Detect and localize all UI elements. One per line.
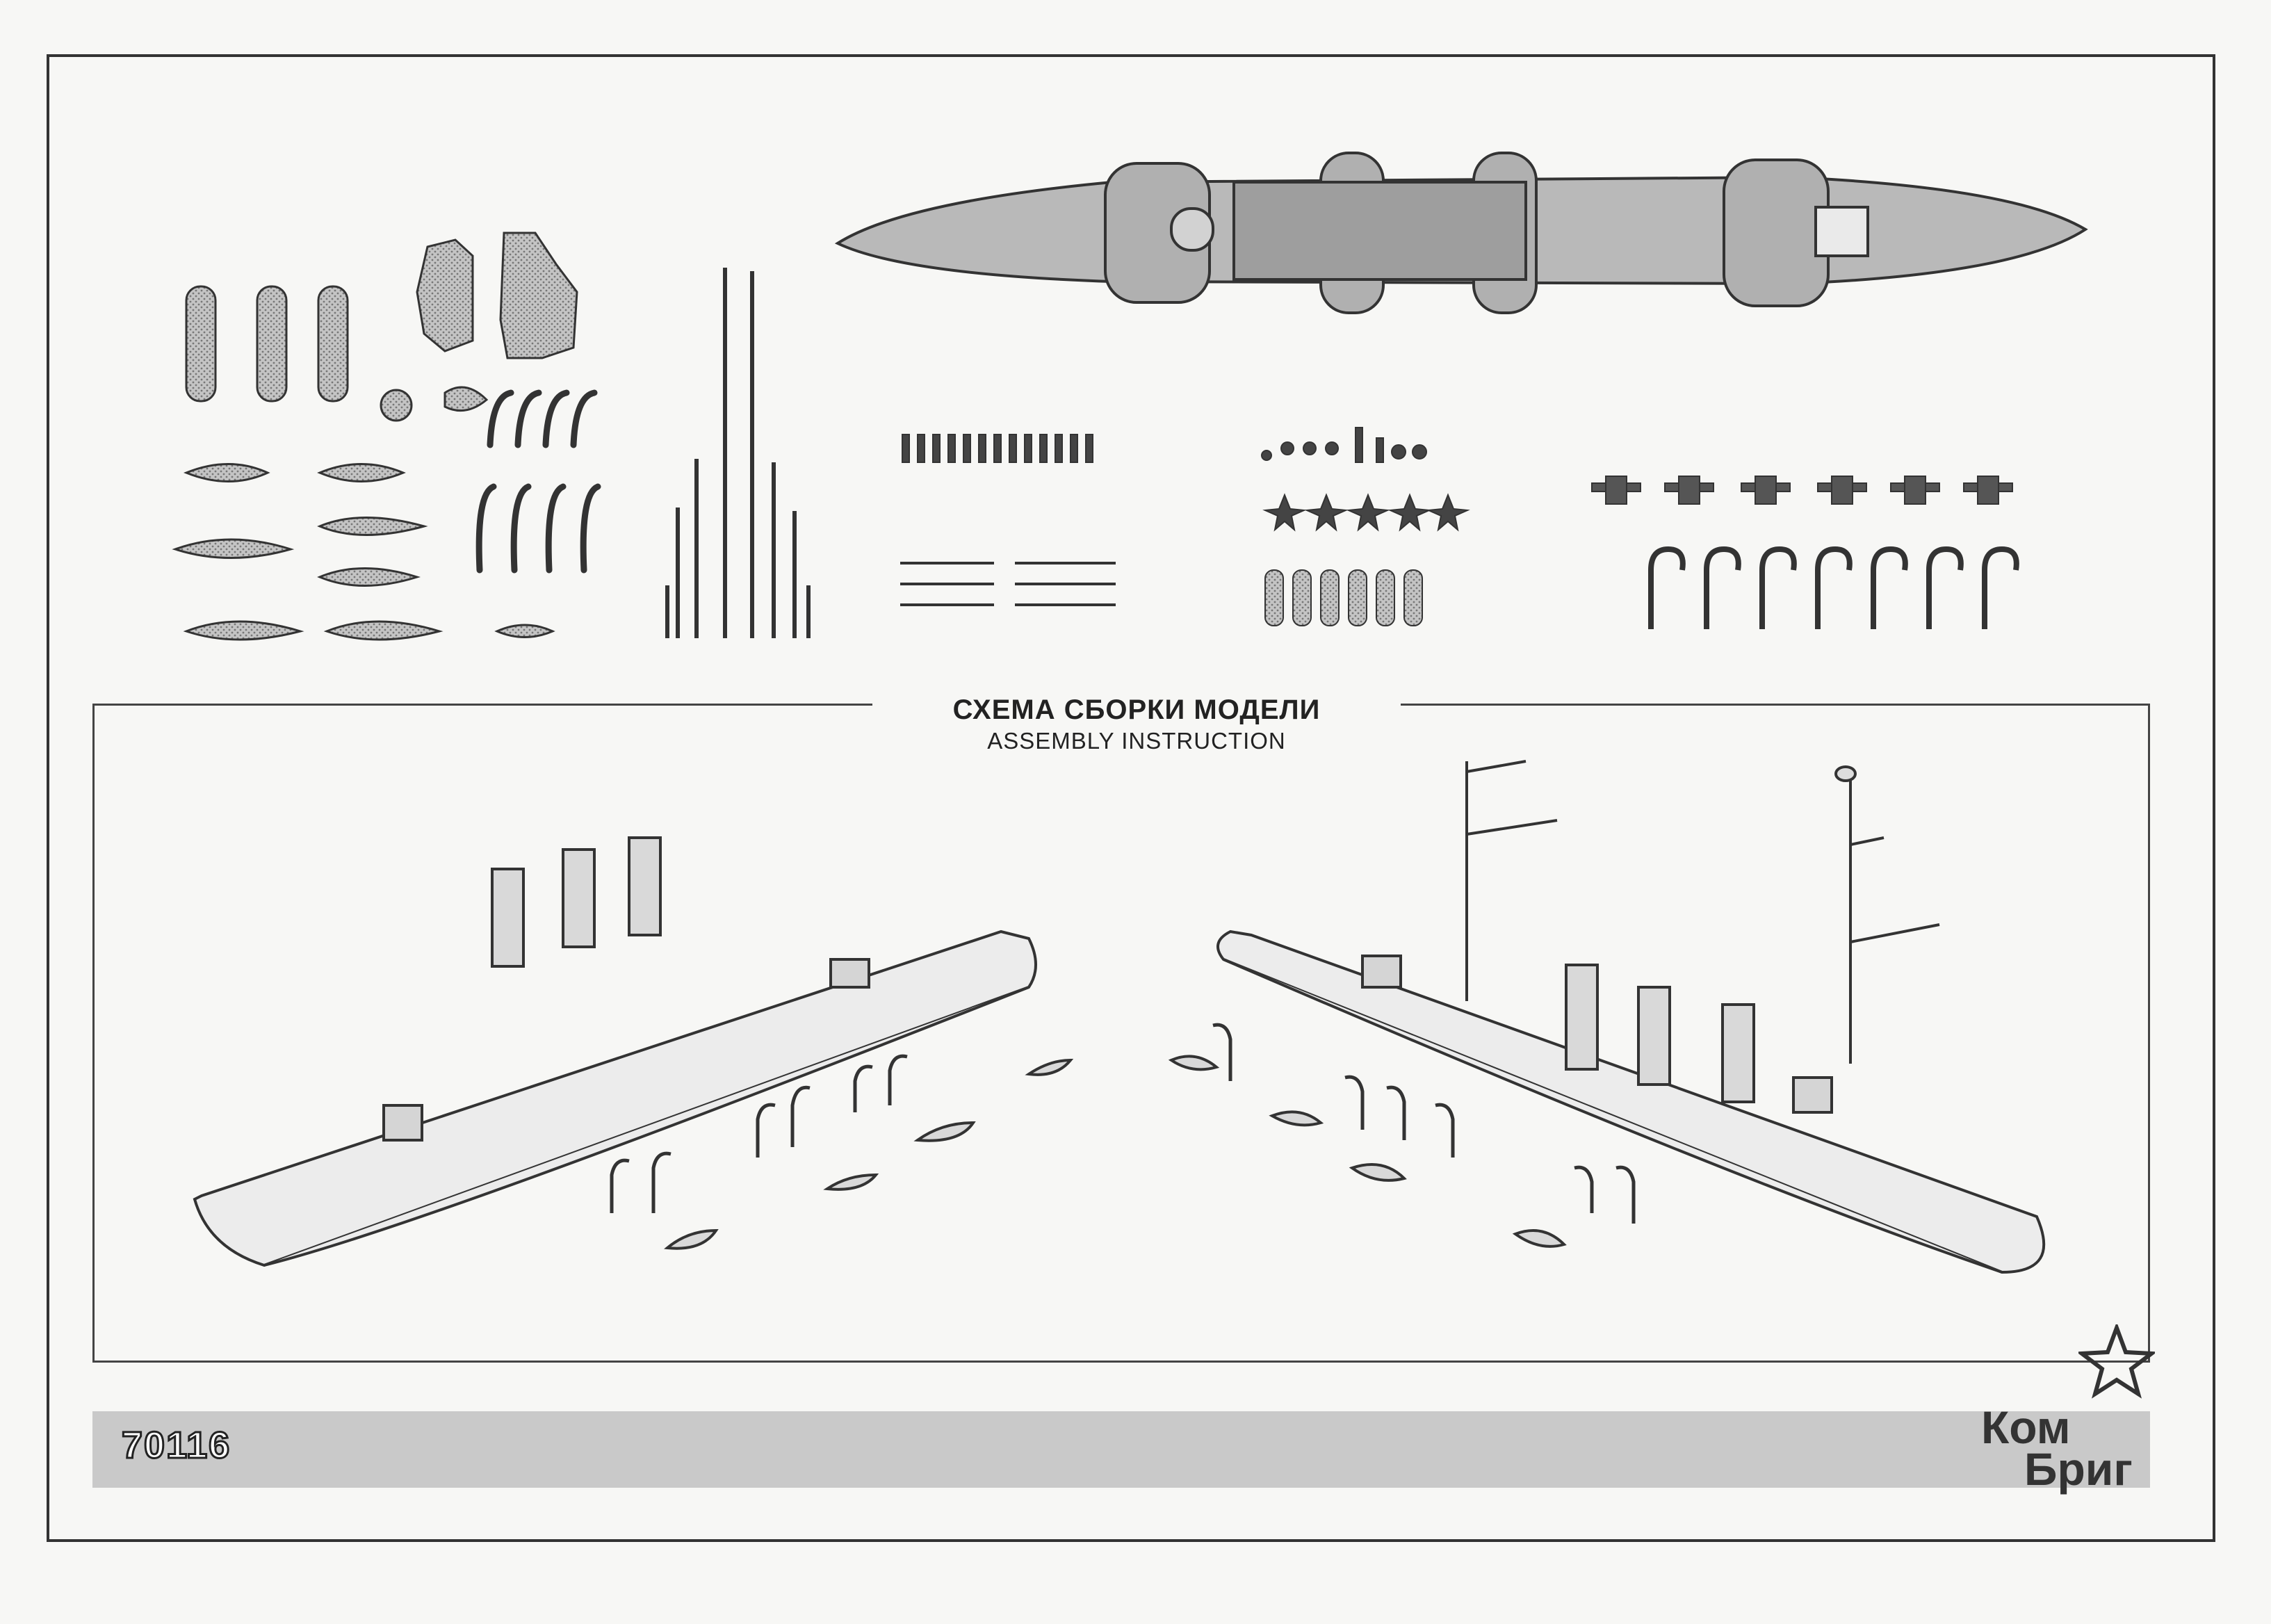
right-boats-davits [1168,1023,1636,1248]
assembly-drawings [193,760,2046,1274]
small-fittings [900,427,1470,626]
bridge-parts [380,232,578,422]
title-english: ASSEMBLY INSTRUCTION [987,728,1286,754]
mast-parts [665,268,811,638]
kit-number: 70116 [120,1424,231,1468]
star-icon [2078,1324,2155,1399]
title-russian: СХЕМА СБОРКИ МОДЕЛИ [952,695,1321,725]
brand-logo: Ком Бриг [1974,1324,2204,1505]
instruction-title: СХЕМА СБОРКИ МОДЕЛИ ASSEMBLY INSTRUCTION [872,692,1401,755]
brand-line1: Ком [1981,1402,2071,1453]
right-masts [1465,760,1940,1064]
right-funnels [1565,964,1755,1103]
gun-parts [1591,476,2019,629]
brand-line2: Бриг [2024,1443,2133,1495]
hull-side-left [193,929,1037,1267]
hull-top-view [834,152,2088,314]
left-funnels [491,836,662,968]
parts-layout [172,152,2088,641]
left-boats-davits [610,1054,1074,1250]
funnel-parts [185,285,349,403]
davit-parts [475,389,601,574]
sheet-frame [47,54,2215,1542]
boat-parts [172,463,555,641]
hull-side-right [1216,929,2046,1274]
footer-band [92,1411,2150,1488]
